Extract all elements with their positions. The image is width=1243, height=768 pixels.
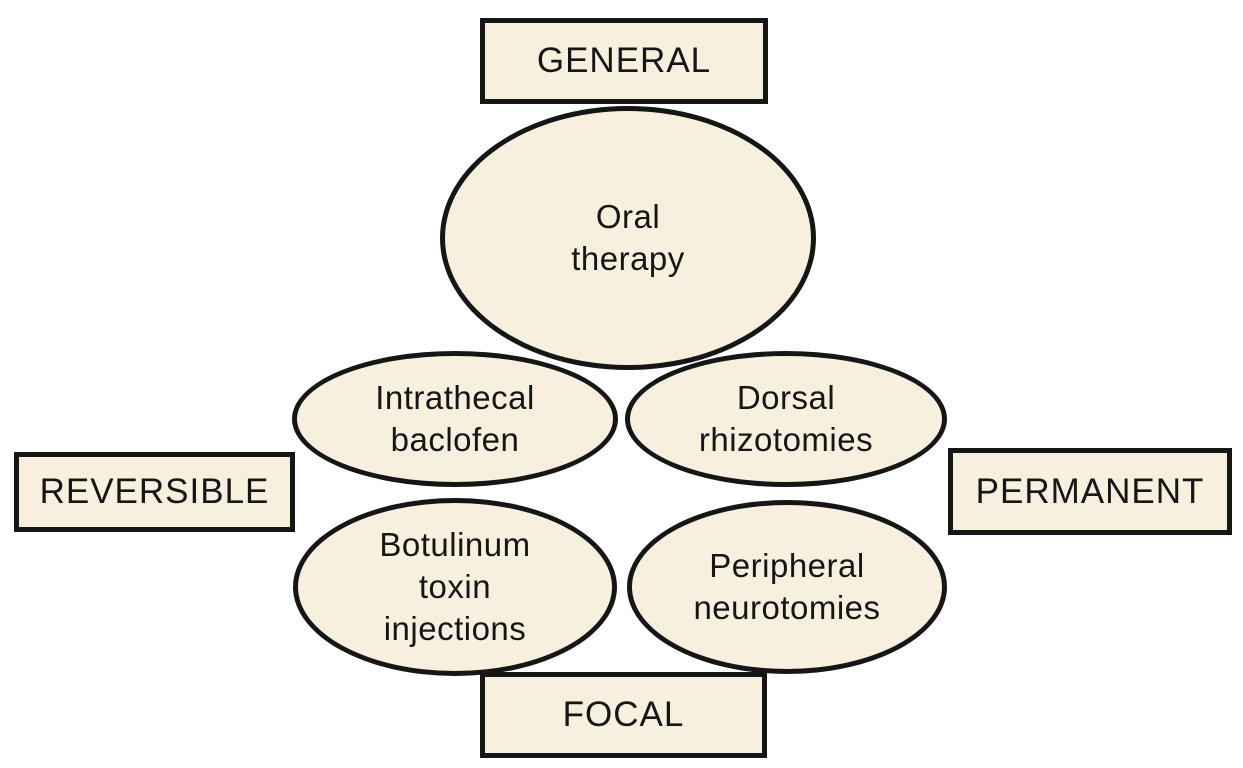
node-peripheral-neurotomies: Peripheral neurotomies (627, 500, 947, 674)
node-oral-therapy-label: Oral therapy (571, 197, 685, 277)
node-botulinum-toxin-injections: Botulinum toxin injections (293, 498, 617, 676)
node-intrathecal-baclofen: Intrathecal baclofen (292, 351, 618, 487)
node-dorsal-rhizotomies-label: Dorsal rhizotomies (698, 378, 874, 458)
node-botulinum-toxin-injections-label: Botulinum toxin injections (379, 525, 531, 648)
axis-label-reversible-text: REVERSIBLE (39, 472, 270, 511)
node-dorsal-rhizotomies: Dorsal rhizotomies (625, 351, 947, 487)
axis-label-general: GENERAL (480, 18, 768, 104)
axis-label-permanent: PERMANENT (948, 448, 1232, 535)
node-oral-therapy: Oral therapy (440, 106, 816, 370)
axis-label-general-text: GENERAL (536, 41, 712, 80)
axis-label-focal: FOCAL (480, 672, 767, 758)
axis-label-focal-text: FOCAL (562, 695, 685, 734)
axis-label-permanent-text: PERMANENT (975, 471, 1205, 511)
axis-label-reversible: REVERSIBLE (14, 452, 295, 532)
node-intrathecal-baclofen-label: Intrathecal baclofen (375, 378, 535, 458)
node-peripheral-neurotomies-label: Peripheral neurotomies (693, 546, 881, 626)
